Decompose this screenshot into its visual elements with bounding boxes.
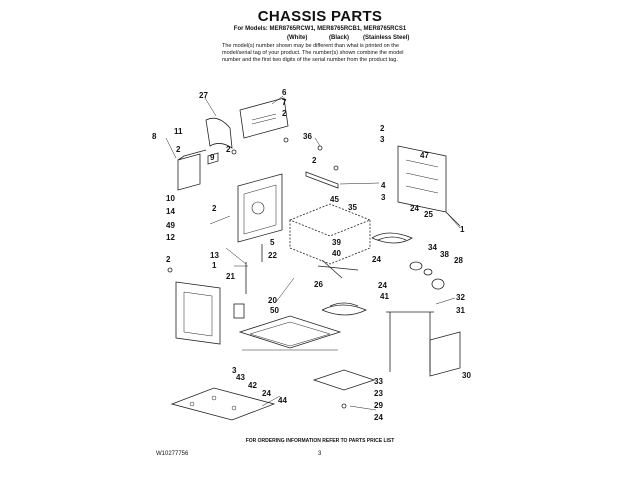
- model-note: The model(s) number shown may be differe…: [222, 43, 404, 63]
- callout-12: 12: [166, 233, 175, 242]
- callout-2: 2: [380, 124, 385, 133]
- callout-36: 36: [303, 132, 312, 141]
- callout-24: 24: [410, 204, 419, 213]
- callout-44: 44: [278, 396, 287, 405]
- callout-2: 2: [282, 109, 287, 118]
- callout-32: 32: [456, 293, 465, 302]
- callout-25: 25: [424, 210, 433, 219]
- part-4-rail: [305, 171, 339, 189]
- callout-2: 2: [212, 204, 217, 213]
- part-44-tray: [170, 387, 276, 421]
- callout-28: 28: [454, 256, 463, 265]
- callout-45: 45: [330, 195, 339, 204]
- part-43-drawer: [238, 315, 342, 349]
- callout-26: 26: [314, 280, 323, 289]
- models-line: For Models: MER8765RCW1, MER8765RCB1, ME…: [233, 26, 407, 32]
- callout-20: 20: [268, 296, 277, 305]
- document-number: W10277756: [156, 451, 189, 457]
- callout-30: 30: [462, 371, 471, 380]
- callout-21: 21: [226, 272, 235, 281]
- callout-27: 27: [199, 91, 208, 100]
- ordering-note: FOR ORDERING INFORMATION REFER TO PARTS …: [245, 438, 395, 444]
- callout-4: 4: [381, 181, 386, 190]
- part-1-door: [175, 281, 221, 345]
- callout-1: 1: [460, 225, 465, 234]
- part-41-broil-pan: [321, 302, 367, 316]
- part-5-frame: [237, 173, 283, 243]
- callout-10: 10: [166, 194, 175, 203]
- callout-11: 11: [174, 127, 183, 136]
- callout-23: 23: [374, 389, 383, 398]
- callout-14: 14: [166, 207, 175, 216]
- part-23-pan: [312, 369, 376, 391]
- page-title: CHASSIS PARTS: [257, 8, 383, 25]
- callout-2: 2: [176, 145, 181, 154]
- callout-1: 1: [212, 261, 217, 270]
- callout-29: 29: [374, 401, 383, 410]
- callout-24: 24: [262, 389, 271, 398]
- callout-22: 22: [268, 251, 277, 260]
- part-30-glass: [429, 331, 461, 377]
- callout-3: 3: [232, 366, 237, 375]
- callout-2: 2: [166, 255, 171, 264]
- callout-38: 38: [440, 250, 449, 259]
- part-50-bracket: [233, 303, 245, 319]
- callout-8: 8: [152, 132, 157, 141]
- part-38-knob: [423, 268, 433, 276]
- part-26-element: [317, 259, 359, 279]
- page-number: 3: [318, 451, 322, 457]
- callout-35: 35: [348, 203, 357, 212]
- callout-41: 41: [380, 292, 389, 301]
- callout-9: 9: [210, 153, 215, 162]
- callout-6: 6: [282, 88, 287, 97]
- callout-42: 42: [248, 381, 257, 390]
- callout-31: 31: [456, 306, 465, 315]
- callout-24: 24: [378, 281, 387, 290]
- callout-7: 7: [282, 98, 287, 107]
- part-27-trim: [205, 117, 233, 149]
- callout-5: 5: [270, 238, 275, 247]
- variant-stainless: (Stainless Steel): [363, 35, 410, 41]
- part-6-rear-cover: [239, 97, 289, 139]
- callout-13: 13: [210, 251, 219, 260]
- part-25-element: [371, 232, 413, 244]
- callout-49: 49: [166, 221, 175, 230]
- part-28-knob: [431, 278, 445, 290]
- part-31-frame: [386, 311, 434, 372]
- callout-2: 2: [312, 156, 317, 165]
- variant-black: (Black): [329, 35, 350, 41]
- callout-24: 24: [374, 413, 383, 422]
- callout-39: 39: [332, 238, 341, 247]
- callout-50: 50: [270, 306, 279, 315]
- part-9-clip: [207, 152, 219, 165]
- callout-43: 43: [236, 373, 245, 382]
- callout-3: 3: [380, 135, 385, 144]
- callout-3: 3: [381, 193, 386, 202]
- callout-24: 24: [372, 255, 381, 264]
- callout-33: 33: [374, 377, 383, 386]
- part-11-bracket: [177, 149, 207, 191]
- callout-47: 47: [420, 151, 429, 160]
- callout-34: 34: [428, 243, 437, 252]
- callout-2: 2: [226, 145, 231, 154]
- part-35-cavity: [288, 203, 372, 265]
- variant-white: (White): [287, 35, 308, 41]
- callout-40: 40: [332, 249, 341, 258]
- part-34-knob: [409, 261, 423, 271]
